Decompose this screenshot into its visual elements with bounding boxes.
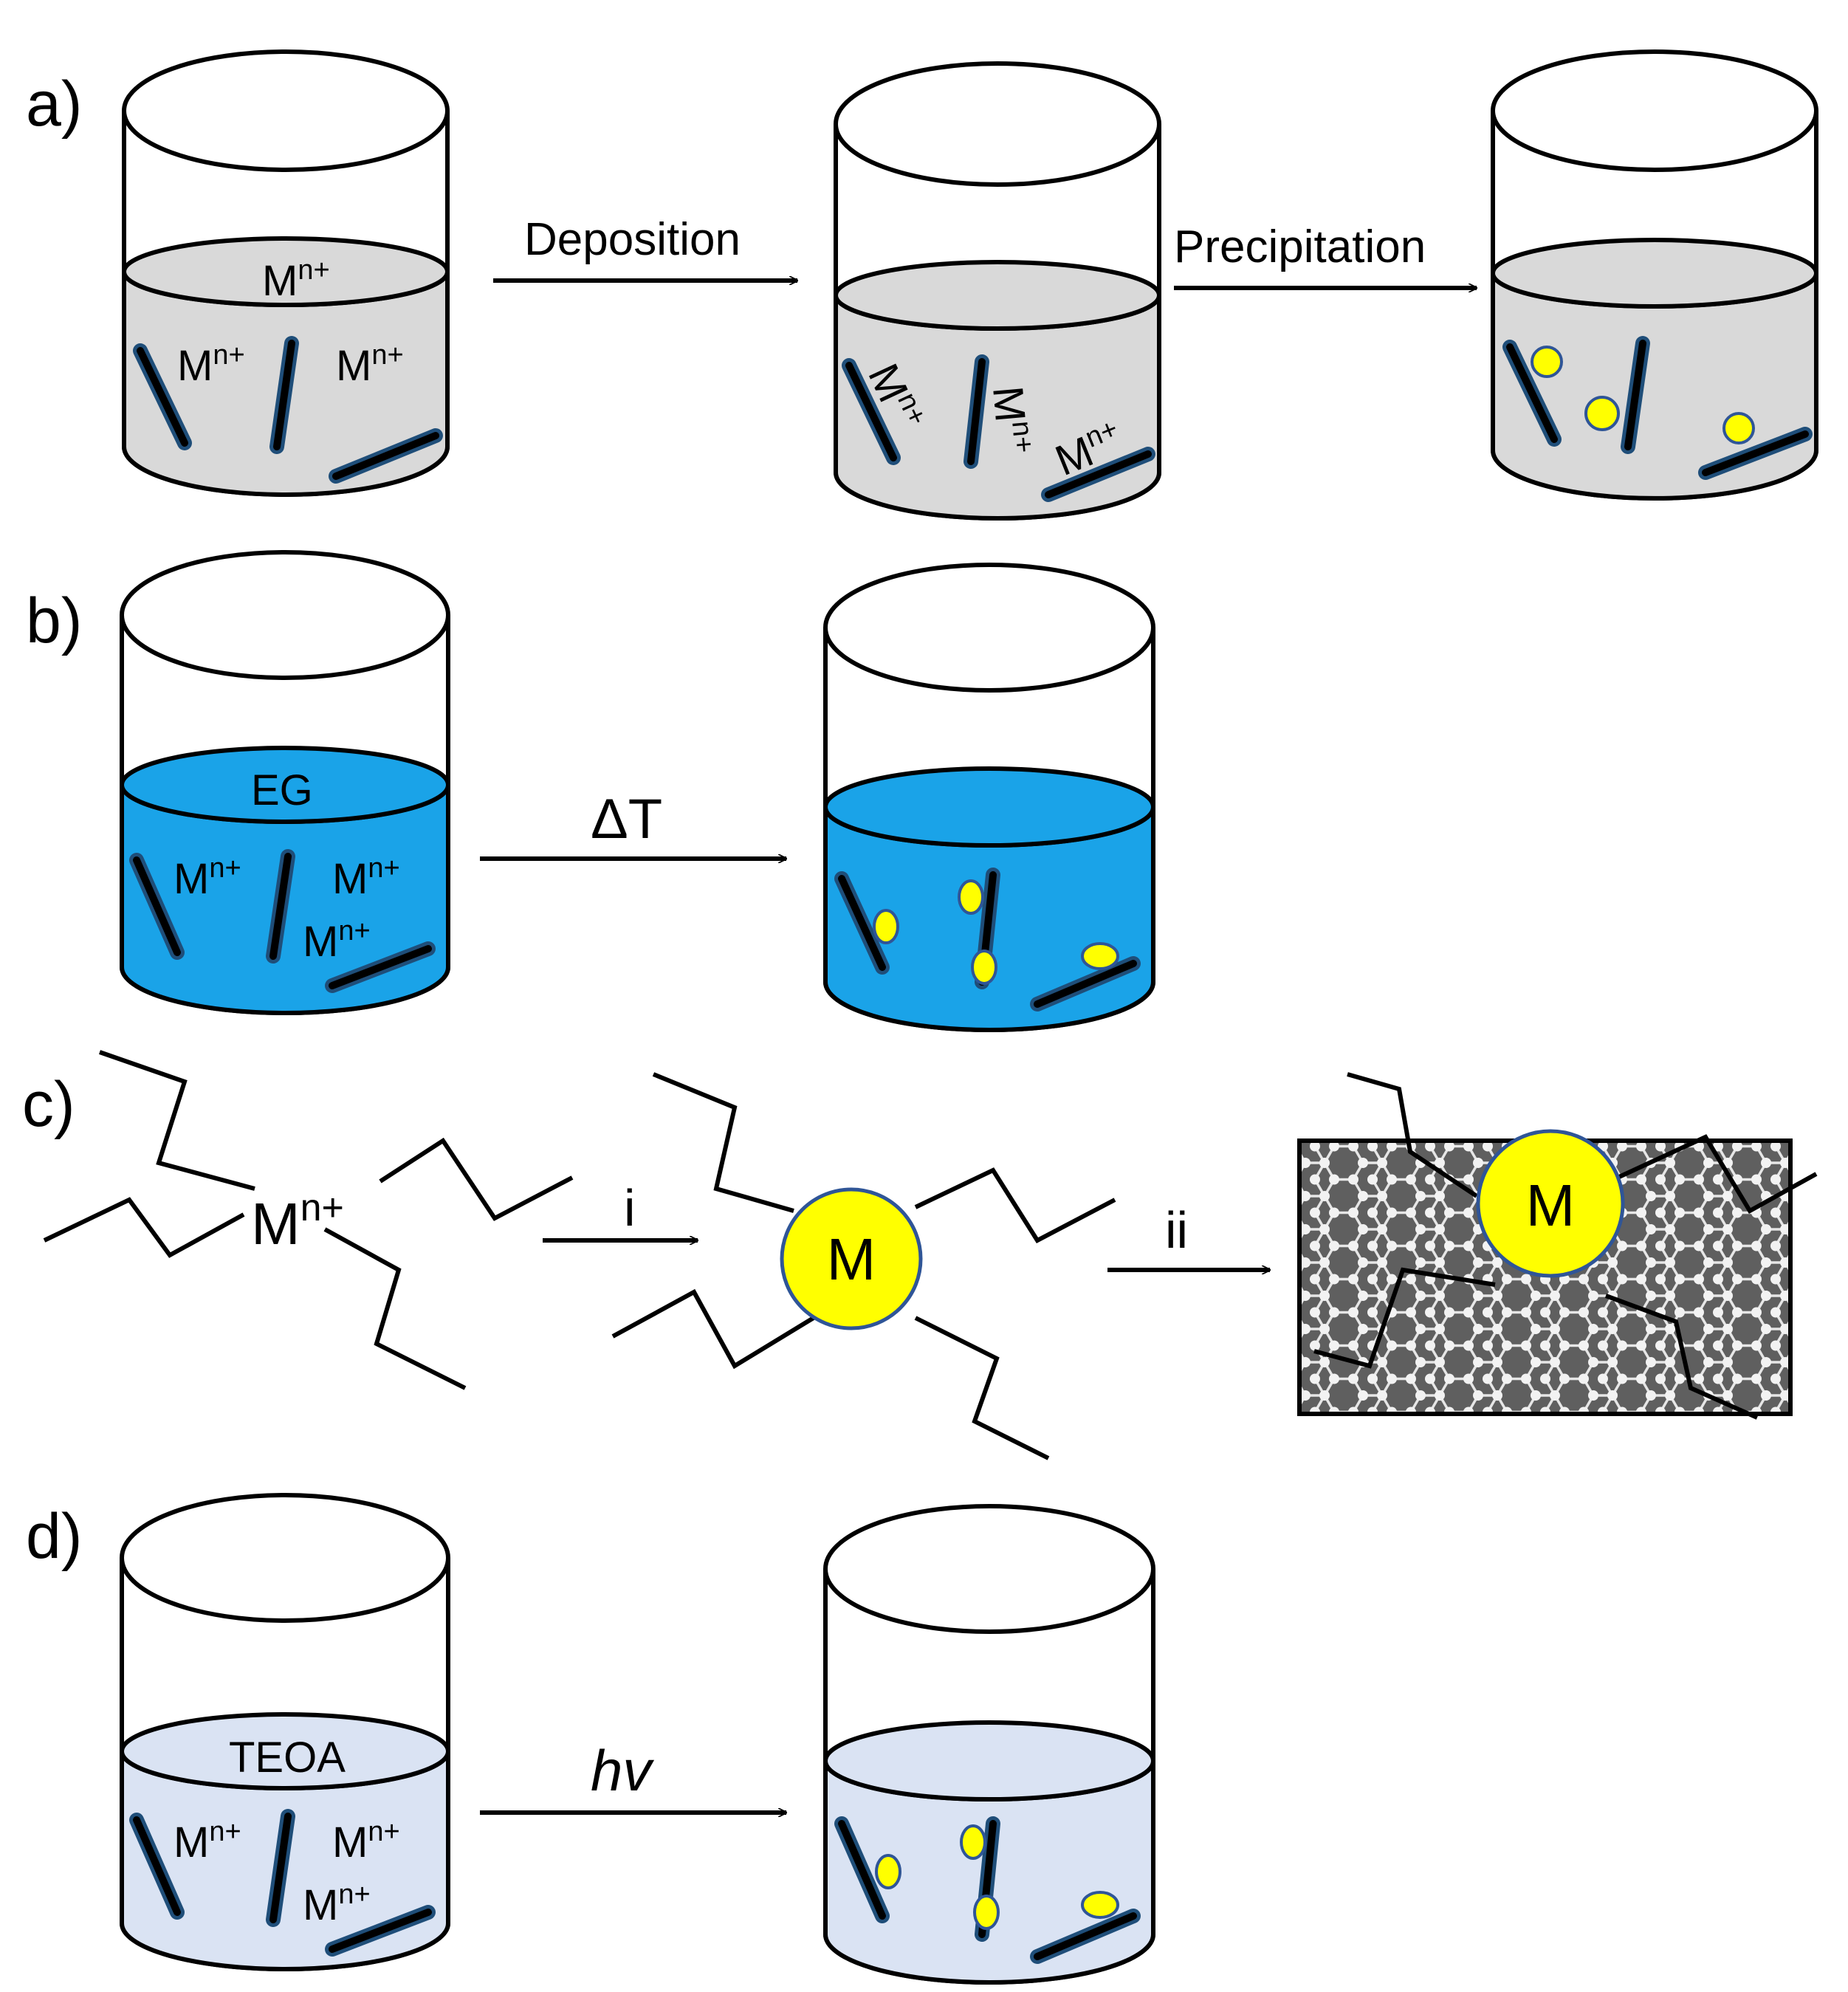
ligand-chain-icon (99, 1050, 255, 1191)
ion-label: Mn+ (174, 853, 241, 903)
ion-label: Mn+ (983, 384, 1040, 456)
beaker-b2 (823, 563, 1155, 1032)
nanorod-icon (129, 1809, 436, 1957)
metal-label: M (827, 1226, 876, 1292)
ion-label: Mn+ (174, 1816, 241, 1866)
panel-label-d: d) (26, 1501, 82, 1572)
ligand-chain-icon (1604, 1294, 1759, 1420)
ion-label: Mn+ (262, 255, 330, 305)
nanoparticle-icon (1476, 1129, 1625, 1278)
step-i-label: i (624, 1179, 636, 1237)
ion-complex (43, 1050, 574, 1390)
panel-label-a: a) (26, 69, 82, 140)
ion-label: Mn+ (303, 1879, 371, 1929)
ligand-chain-icon (652, 1072, 794, 1213)
nanoparticle-icon (873, 879, 1119, 985)
ion-label: Mn+ (303, 916, 371, 966)
beaker-d1: TEOA Mn+ Mn+ Mn+ (120, 1493, 450, 1971)
beaker-a3 (1491, 49, 1818, 501)
metal-label: M (1526, 1172, 1576, 1238)
ligand-chain-icon (43, 1197, 245, 1258)
ligand-chain-icon (1608, 1134, 1818, 1215)
nanoparticle-icon (780, 1187, 923, 1330)
beaker-d2 (823, 1504, 1155, 1985)
ligand-chain-icon (914, 1167, 1116, 1243)
ion-label: Mn+ (336, 340, 404, 390)
solvent-eg-label: EG (251, 766, 313, 814)
precipitation-label: Precipitation (1174, 221, 1426, 272)
nanorod-icon (129, 849, 436, 993)
ion-label: Mn+ (332, 1816, 400, 1866)
metal-complex: M (611, 1072, 1116, 1460)
beaker-a1: Mn+ Mn+ Mn+ (122, 49, 450, 497)
ion-label: Mn+ (177, 340, 245, 390)
ion-label: Mn+ (332, 853, 400, 903)
step-ii-label: ii (1165, 1201, 1188, 1259)
nanoparticle-icon (875, 1824, 1119, 1930)
ion-label: Mn+ (251, 1186, 344, 1257)
ligand-chain-icon (379, 1137, 574, 1221)
panel-label-c: c) (22, 1069, 75, 1140)
ligand-chain-icon (1313, 1267, 1496, 1369)
ligand-chain-icon (914, 1316, 1050, 1460)
ligand-chain-icon (323, 1227, 467, 1390)
ligand-chain-icon (611, 1288, 821, 1370)
ligand-chain-icon (1347, 1072, 1478, 1198)
graphene-supported-particle: M (1297, 1072, 1818, 1420)
nanoparticle-icon (1531, 346, 1755, 444)
beaker-b1: EG Mn+ Mn+ Mn+ (120, 550, 450, 1015)
beaker-a2: Mn+ Mn+ Mn+ (834, 61, 1161, 521)
panel-label-b: b) (26, 585, 82, 656)
hv-label: hv (591, 1738, 654, 1803)
solvent-teoa-label: TEOA (229, 1734, 346, 1782)
nanorod-icon (1502, 336, 1813, 480)
delta-t-label: ΔT (591, 788, 662, 851)
nanorod-icon (842, 354, 1155, 502)
nanorod-icon (133, 336, 443, 484)
deposition-label: Deposition (524, 214, 741, 265)
